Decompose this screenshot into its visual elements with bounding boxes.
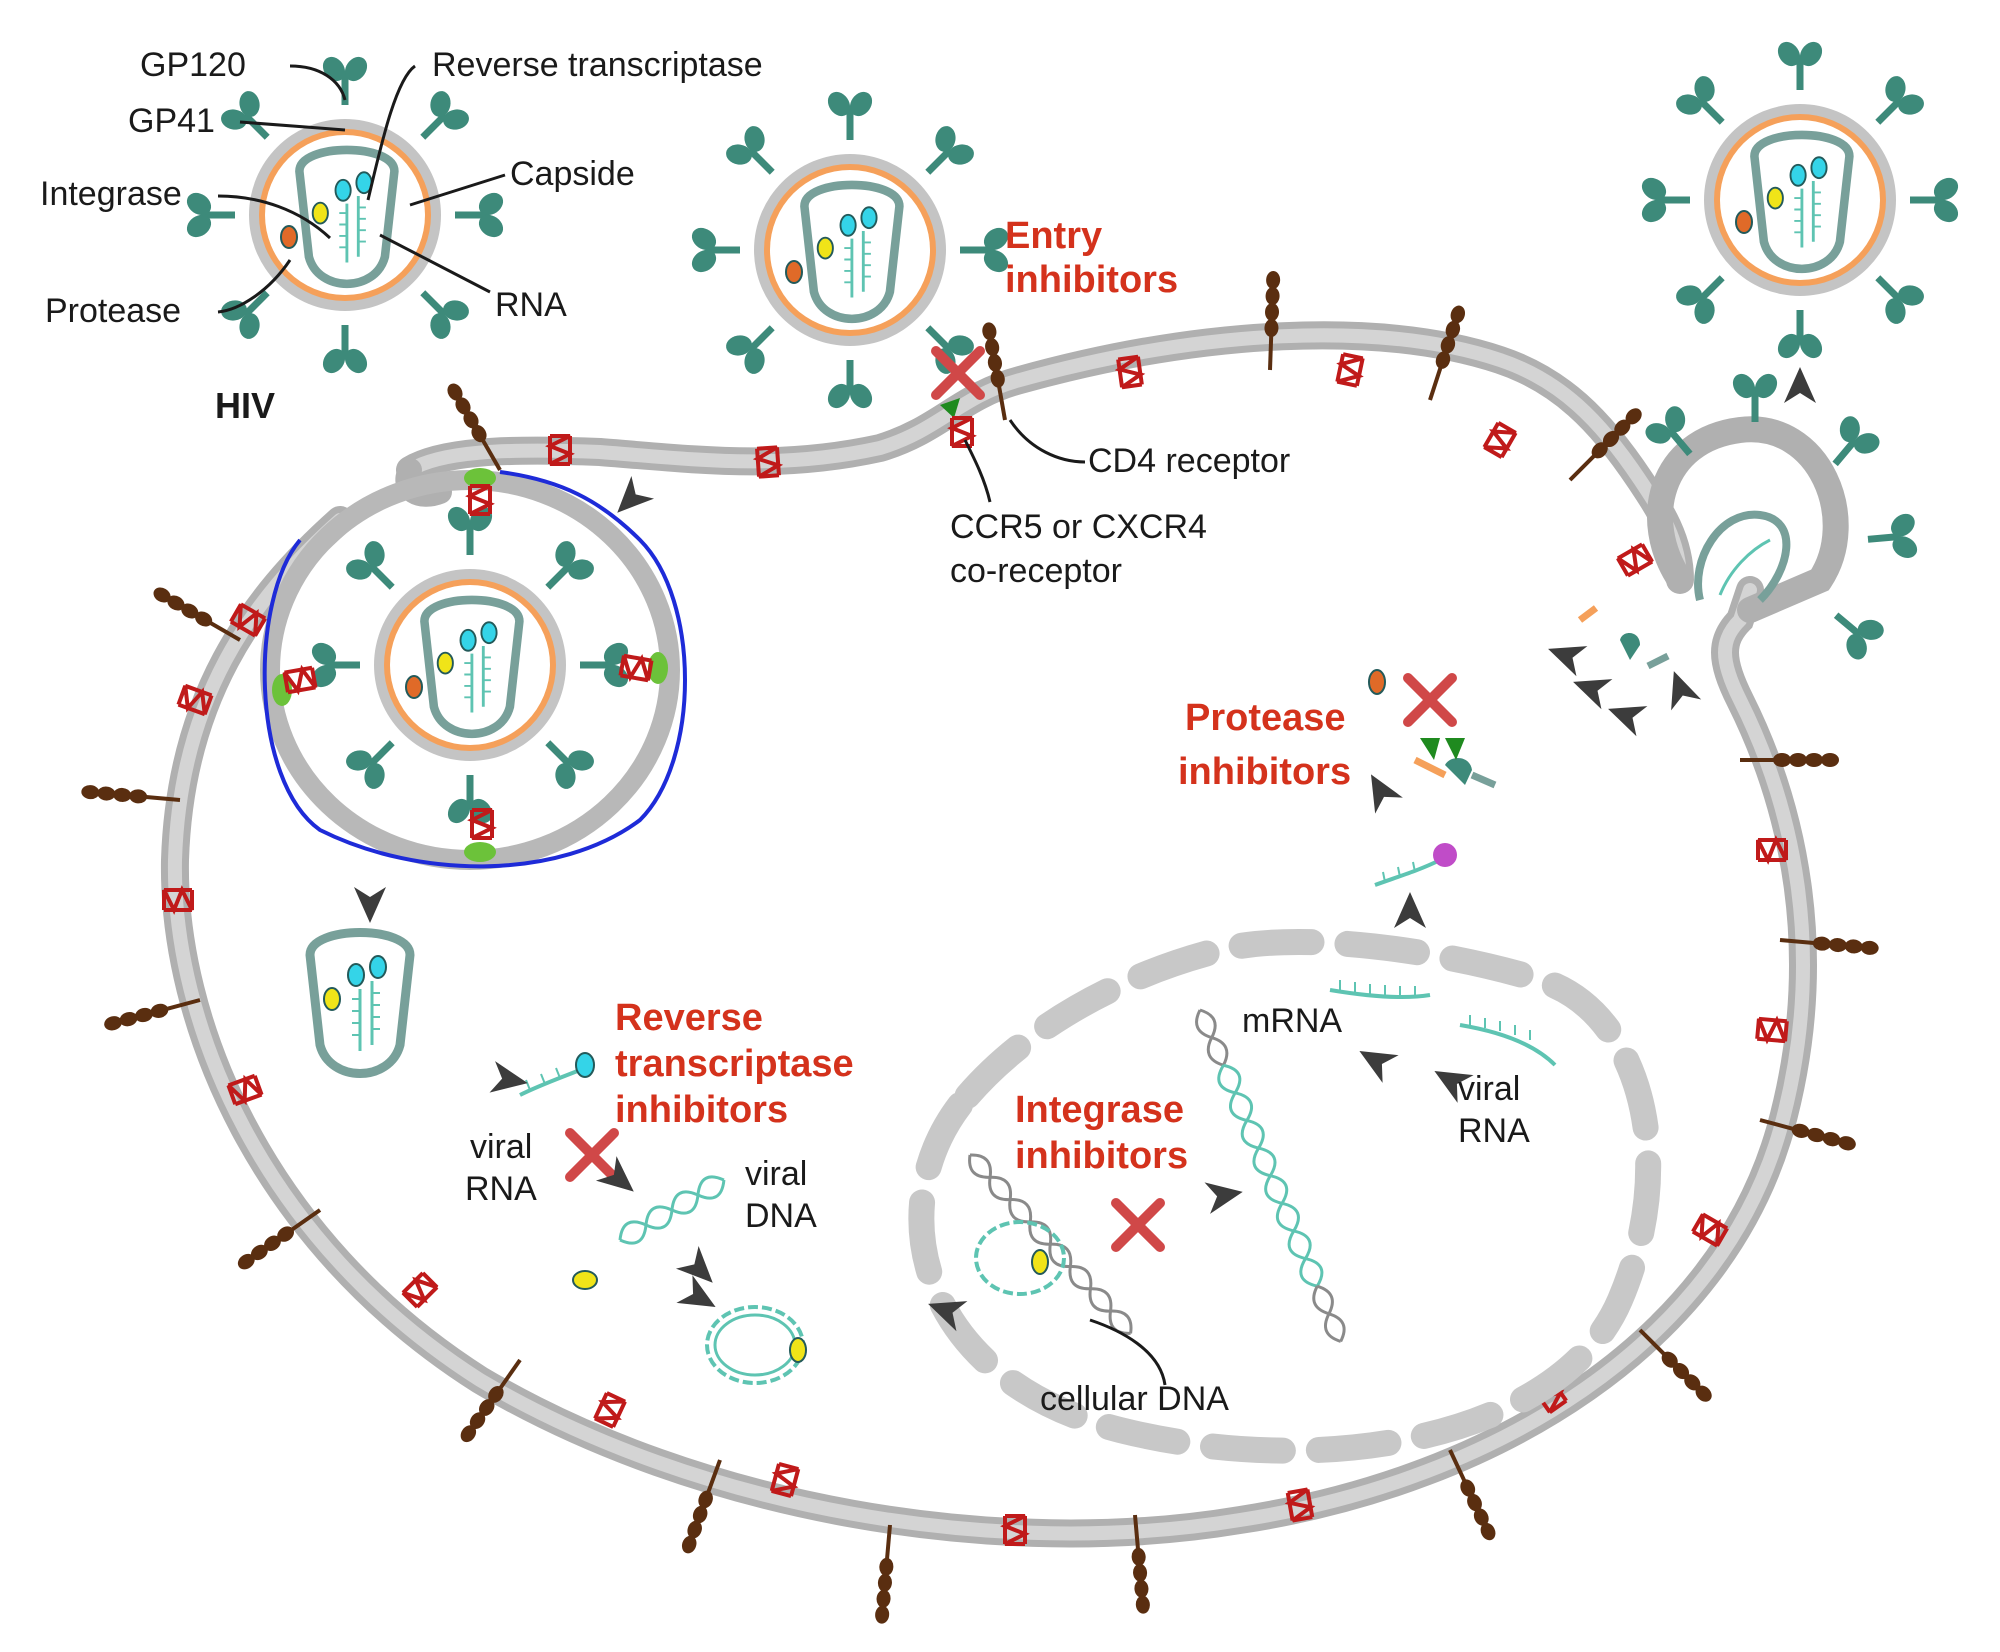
budding-virion (1577, 369, 1923, 670)
coreceptor-label-line1: CCR5 or CXCR4 (950, 508, 1207, 546)
viral-dna-label-line2: DNA (745, 1197, 817, 1235)
coreceptor-label-line2: co-receptor (950, 552, 1122, 590)
viral-dna-label-line1: viral (745, 1155, 807, 1193)
rt-inhibitors-line1: Reverse (615, 997, 763, 1039)
protease-inhibitors-line2: inhibitors (1178, 751, 1351, 793)
nucleus-envelope (908, 928, 1662, 1464)
entry-binding (940, 319, 1014, 448)
integrase-block-x (1116, 1203, 1160, 1247)
entry-inhibitors-line1: Entry (1005, 215, 1102, 257)
integration-dna (961, 1147, 1139, 1341)
viral-rna-label-2-line1: viral (1458, 1070, 1520, 1108)
entry-inhibitors-line2: inhibitors (1005, 259, 1178, 301)
cd4-receptor-label: CD4 receptor (1088, 442, 1290, 480)
integrase-inhibitors-line1: Integrase (1015, 1089, 1184, 1131)
capside-label: Capside (510, 155, 635, 193)
protease-cleavage (1368, 669, 1497, 789)
cellular-dna-label: cellular DNA (1040, 1380, 1229, 1418)
rt-inhibitors-line3: inhibitors (615, 1089, 788, 1131)
mrna-label: mRNA (1242, 1002, 1342, 1040)
gp120-label: GP120 (140, 46, 246, 84)
viral-dna-circle (705, 1305, 807, 1385)
hiv-virion-released (1638, 38, 1963, 363)
rt-inhibitors-line2: transcriptase (615, 1043, 854, 1085)
integrase-inhibitors-line2: inhibitors (1015, 1135, 1188, 1177)
viral-rna-label-2-line2: RNA (1458, 1112, 1530, 1150)
gp41-label: GP41 (128, 102, 215, 140)
mrna-strand (1329, 980, 1431, 1000)
viral-rna-strand (519, 1052, 595, 1097)
viral-rna-label-1-line2: RNA (465, 1170, 537, 1208)
endosome (260, 468, 687, 870)
rna-label: RNA (495, 286, 567, 324)
leader-lines (217, 64, 1167, 1386)
viral-rna-nucleus (1459, 1015, 1557, 1067)
protease-label: Protease (45, 292, 181, 330)
rt-block-x (570, 1133, 614, 1177)
translated-mrna (1374, 843, 1457, 887)
viral-rna-label-1-line1: viral (470, 1128, 532, 1166)
hiv-virion-labeled (183, 53, 508, 378)
protease-block-x (1408, 678, 1452, 722)
uncoated-capsid (310, 933, 410, 1074)
integrase-label: Integrase (40, 175, 182, 213)
reverse-transcriptase-label: Reverse transcriptase (432, 46, 763, 84)
hiv-label: HIV (215, 385, 275, 426)
protease-inhibitors-line1: Protease (1185, 697, 1346, 739)
integrated-provirus (1190, 1004, 1351, 1347)
viral-dna-helix (613, 1169, 731, 1251)
